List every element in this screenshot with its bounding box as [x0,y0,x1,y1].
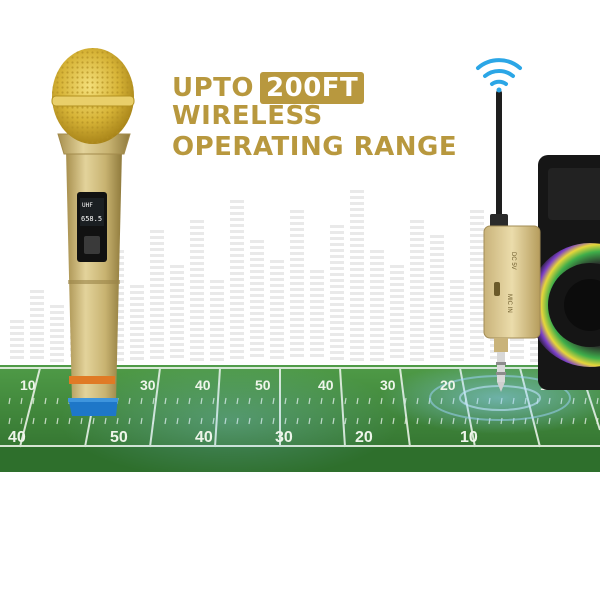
speaker [528,155,600,390]
wifi-signal-icon [476,58,522,93]
football-field [0,360,600,480]
microphone: UHF 658.5 [51,48,135,416]
field-number: 40 [195,377,211,393]
field-number: 30 [140,377,156,393]
headline-line-1: UPTO 200FT [172,71,457,104]
field-number: 30 [380,377,396,393]
mic-display-frequency: 658.5 [81,215,102,223]
field-number: 20 [355,429,373,446]
field-number: 40 [195,429,213,446]
receiver-side-label: DC 5V [510,252,516,270]
mic-display-band: UHF [82,202,93,209]
headline: UPTO 200FT WIRELESS OPERATING RANGE [172,71,458,165]
field-number: 40 [8,429,26,446]
field-number: 30 [275,429,293,446]
field-number: 20 [440,377,456,393]
field-numbers-front: 40 50 40 30 20 10 [8,429,478,446]
headline-line-2: WIRELESS [172,101,323,131]
headline-prefix: UPTO [172,72,255,103]
headline-line-3: OPERATING RANGE [172,132,458,162]
wireless-receiver: DC 5V MIC IN [483,90,541,392]
field-number: 10 [460,429,478,446]
range-badge: 200FT [260,71,365,104]
field-number: 10 [20,377,36,393]
field-number: 40 [318,377,334,393]
field-number: 50 [255,377,271,393]
field-number: 50 [110,429,128,446]
receiver-front-label: MIC IN [506,294,512,313]
